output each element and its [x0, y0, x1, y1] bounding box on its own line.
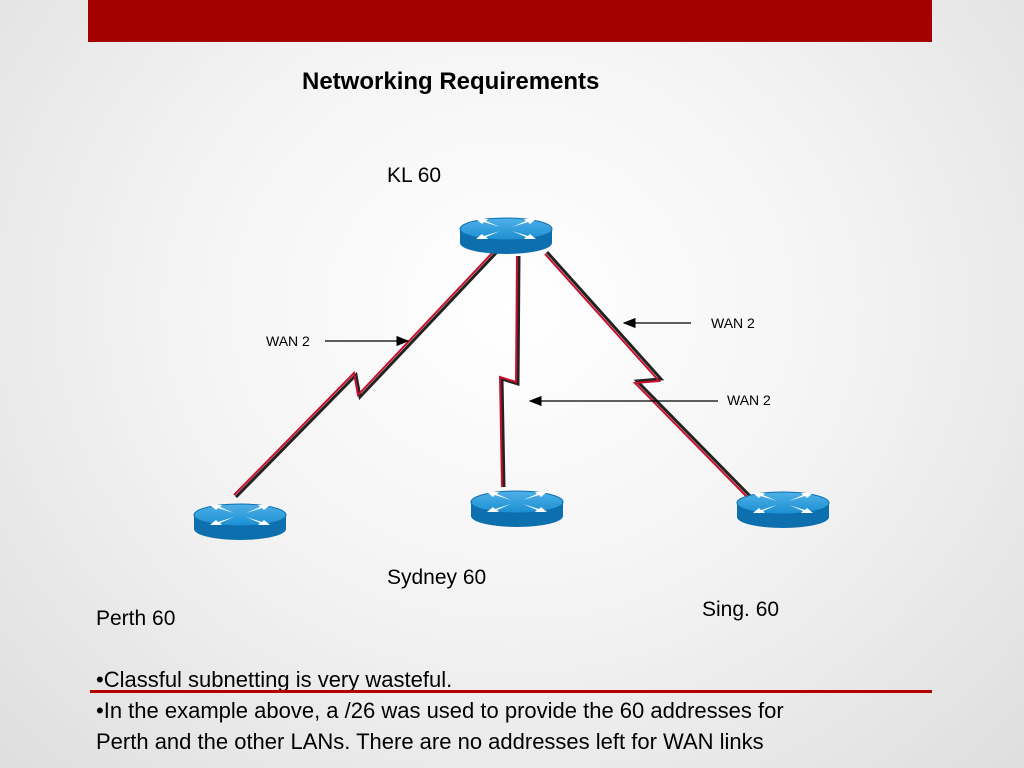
bullet-text: Perth and the other LANs. There are no a… — [96, 729, 764, 754]
router-icon[interactable] — [470, 490, 564, 528]
wan-label-left: WAN 2 — [266, 333, 310, 349]
node-label-sing: Sing. 60 — [702, 598, 780, 621]
node-label-perth: Perth 60 — [96, 607, 176, 630]
router-icon[interactable] — [193, 503, 287, 541]
wan-label-right-mid: WAN 2 — [727, 392, 771, 408]
link-kl-sydney — [498, 255, 521, 488]
link-kl-sing — [544, 250, 754, 501]
bullet-text: •In the example above, a /26 was used to… — [96, 698, 784, 723]
link-kl-perth — [233, 249, 499, 499]
node-label-sydney: Sydney 60 — [387, 566, 487, 589]
divider-line — [90, 690, 932, 693]
bullet-text: •Classful subnetting is very wasteful. — [96, 667, 453, 692]
router-icon[interactable] — [459, 217, 553, 255]
node-label-kl: KL 60 — [387, 164, 442, 187]
router-icon[interactable] — [736, 491, 830, 529]
wan-label-right-top: WAN 2 — [711, 315, 755, 331]
top-accent-bar — [88, 0, 932, 42]
slide-title: Networking Requirements — [302, 68, 600, 95]
